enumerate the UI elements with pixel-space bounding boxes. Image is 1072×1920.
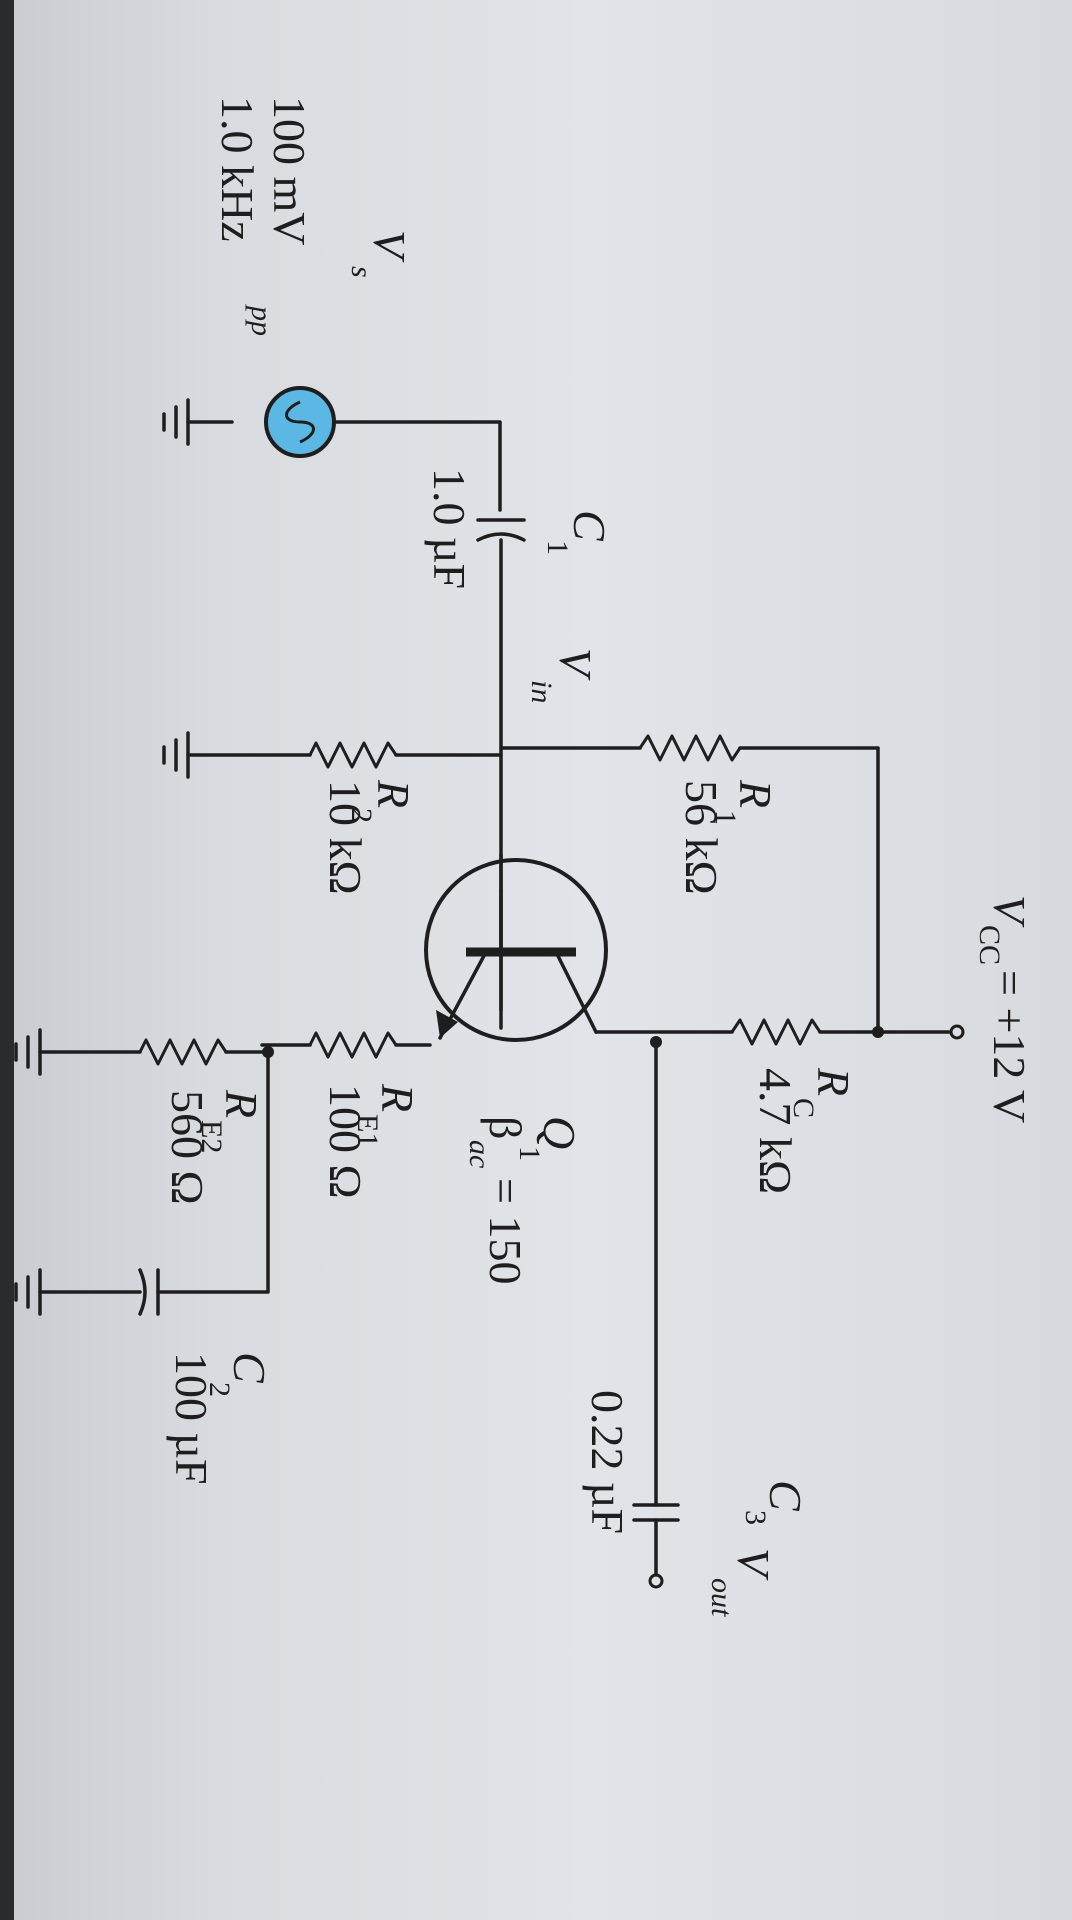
- re1-value: 100 Ω: [320, 1084, 371, 1199]
- re1-resistor: [308, 1031, 398, 1059]
- collector-lead: [554, 950, 598, 1034]
- node-to-c2-wire: [156, 1050, 270, 1294]
- beta-value: = 150: [480, 1178, 531, 1284]
- re1-sub: E1: [351, 1114, 384, 1147]
- vout-terminal: [648, 1573, 664, 1589]
- c1-symbol: C: [564, 510, 615, 542]
- c1-sub: 1: [541, 540, 574, 555]
- re2-symbol: R: [216, 1089, 267, 1118]
- source-amplitude: 100 mV: [264, 96, 315, 246]
- c2-plate-curved: [138, 1268, 147, 1316]
- vin-sub: in: [525, 680, 558, 703]
- r1-sub: 1: [709, 810, 742, 825]
- r1-to-vcc-wire: [738, 746, 880, 1034]
- r1-resistor: [638, 734, 742, 762]
- source-amp-sub: pp: [245, 304, 278, 336]
- ground-re2: [14, 1028, 42, 1076]
- vout-symbol: V: [728, 1548, 779, 1581]
- vin-symbol: V: [550, 648, 601, 681]
- rc-value: 4.7 kΩ: [750, 1068, 801, 1194]
- source-frequency: 1.0 kHz: [212, 96, 263, 242]
- vs-sub: s: [345, 266, 378, 278]
- ground-r2: [162, 731, 190, 779]
- re2-value: 560 Ω: [162, 1090, 213, 1205]
- ground-c2: [14, 1268, 42, 1316]
- beta-symbol: β: [480, 1116, 531, 1139]
- rc-sub: C: [787, 1098, 820, 1118]
- r1-symbol: R: [730, 779, 781, 808]
- c3-sub: 3: [739, 1510, 772, 1525]
- q1-sub: 1: [513, 1146, 546, 1161]
- q1-symbol: Q: [534, 1116, 585, 1149]
- c2-symbol: C: [224, 1352, 275, 1384]
- rc-symbol: R: [808, 1067, 859, 1096]
- r2-resistor: [308, 741, 398, 769]
- c1-value: 1.0 µF: [424, 468, 475, 589]
- r2-symbol: R: [368, 779, 419, 808]
- r2-value: 10 kΩ: [320, 780, 371, 895]
- sine-wave-icon: [285, 400, 315, 444]
- r2-sub: 2: [345, 808, 378, 823]
- re2-sub: E2: [195, 1120, 228, 1153]
- vcc-symbol: V: [984, 895, 1035, 928]
- vcc-sub: CC: [973, 925, 1006, 965]
- vs-symbol: V: [364, 230, 415, 263]
- re1-symbol: R: [372, 1083, 423, 1112]
- emitter-arrow: [436, 1010, 458, 1038]
- vcc-terminal: [949, 1024, 965, 1040]
- ground-source: [162, 398, 190, 446]
- r1-value: 56 kΩ: [676, 780, 727, 895]
- vout-sub: out: [705, 1578, 738, 1617]
- beta-sub: ac: [463, 1140, 496, 1168]
- monitor-bezel: [0, 0, 14, 1920]
- source-to-c1-wire: [298, 420, 502, 512]
- c3-value: 0.22 µF: [582, 1390, 633, 1534]
- c3-symbol: C: [760, 1480, 811, 1512]
- transistor-q1-circle: [424, 858, 608, 1042]
- vcc-value: = +12 V: [984, 970, 1035, 1123]
- c1-plate-curved: [476, 532, 526, 542]
- c2-value: 100 µF: [166, 1352, 217, 1485]
- c2-sub: 2: [203, 1382, 236, 1397]
- rc-resistor: [730, 1018, 822, 1046]
- re2-resistor: [138, 1038, 228, 1066]
